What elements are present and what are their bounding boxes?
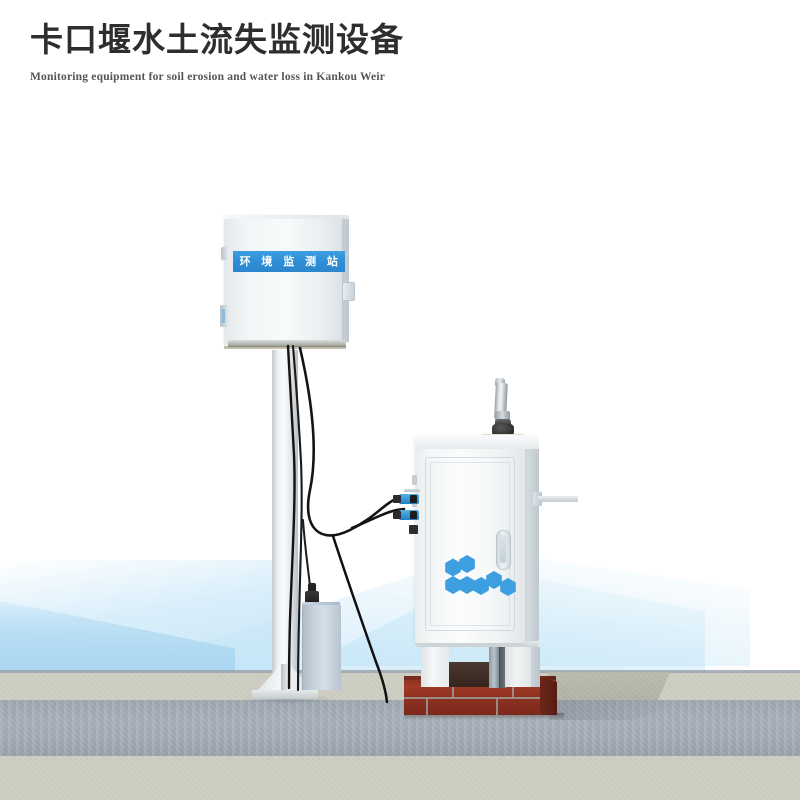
station-name-plate-text: 环 境 监 测 站 [239,255,342,268]
station-hinge-bottom-icon [220,305,228,327]
station-side-panel [340,218,349,342]
station-bottom-lip [228,340,346,347]
side-mounted-bracket-rod [538,496,578,502]
antenna-base [492,424,514,436]
cabinet-under-pipe-shadow [499,644,507,688]
environment-monitoring-station-enclosure[interactable]: 环 境 监 测 站 [220,215,359,349]
pedestal-shadow [404,713,564,720]
hexagon-honeycomb-logo [440,555,518,605]
mast-gusset-middle [281,664,288,692]
road-band [0,700,800,756]
cabinet-leg-left [421,645,449,687]
control-box-top [302,602,340,607]
mortar-course-line [404,697,556,699]
cable-gland-upper[interactable] [393,494,419,504]
side-rod-mount [533,492,542,506]
ground-noise-overlay [0,672,800,800]
mast-ground-shadow [243,694,335,704]
mortar-joint [426,698,428,715]
cabinet-leg-right-side [531,647,540,687]
instrument-cabinet[interactable] [412,435,540,645]
cabinet-side-panel [523,441,539,641]
title-block: 卡口堰水土流失监测设备 Monitoring equipment for soi… [30,22,404,85]
control-box-connector-top [308,583,316,593]
station-underside-shadow [224,346,346,349]
page-title-chinese: 卡口堰水土流失监测设备 [30,23,404,59]
mortar-joint [496,698,498,715]
cabinet-door-handle[interactable] [496,530,511,570]
station-door-latch[interactable] [342,282,355,301]
cabinet-leg-right [505,645,533,687]
ground-lower-band [0,756,800,800]
mortar-joint [512,680,514,697]
pedestal-right-face [540,678,557,715]
station-name-plate: 环 境 监 测 站 [233,251,345,272]
gland-mounting-plate [404,489,420,492]
station-top-edge [224,215,349,219]
cabinet-small-port[interactable] [409,525,418,534]
station-body [224,215,342,345]
control-box-connector [305,591,319,604]
page-subtitle-english: Monitoring equipment for soil erosion an… [30,71,386,83]
antenna-base-upper [495,419,511,427]
cabinet-hinge-upper-icon [412,475,417,485]
cabinet-roof [415,435,539,449]
station-hinge-top-icon [221,247,227,260]
support-mast-pole [272,350,298,690]
antenna-joint [495,411,510,422]
road-texture [0,700,800,756]
cable-gland-lower[interactable] [393,510,419,520]
ground-control-box[interactable] [302,605,341,690]
ground-horizon-edge [0,670,800,673]
mortar-joint [452,680,454,697]
mast-base-plate [252,690,318,699]
cabinet-under-pipe [489,644,499,688]
